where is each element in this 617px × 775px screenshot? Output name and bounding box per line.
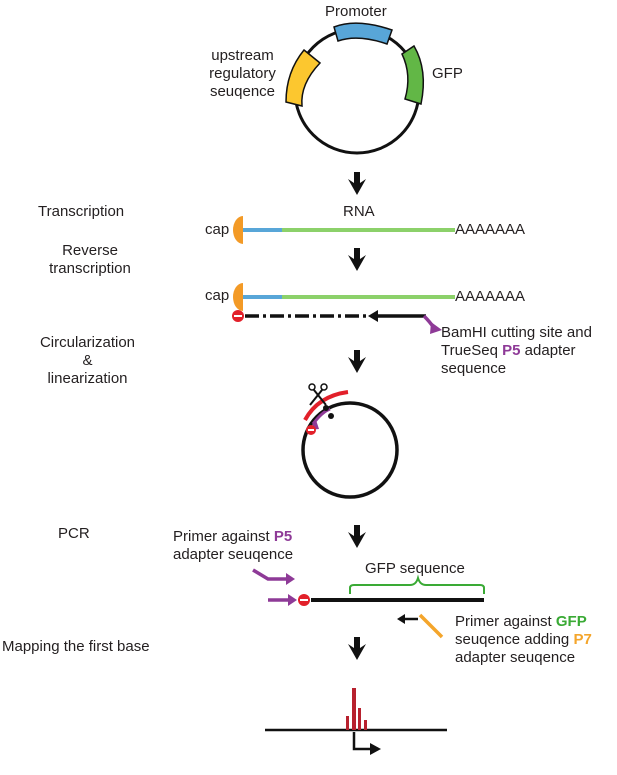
peak-bar-4: [364, 720, 367, 730]
rna-molecule: [233, 216, 455, 244]
gfp-segment: [401, 44, 425, 105]
primer-gfp-line2-prefix: seuqence adding: [455, 631, 574, 648]
step-circularization: Circularization & linearization: [25, 334, 150, 388]
step-pcr: PCR: [58, 525, 90, 542]
bamhi-note-line1: BamHI cutting site and: [441, 324, 592, 341]
down-arrow-4: [348, 525, 366, 548]
primer-gfp-highlight: GFP: [555, 613, 587, 630]
promoter-segment: [333, 22, 393, 45]
cdna-arrowhead: [368, 310, 378, 322]
p7-highlight: P7: [573, 631, 592, 648]
upstream-label-line1: upstream: [211, 47, 274, 64]
down-arrow-3: [348, 350, 366, 373]
cap-shape-2: [233, 283, 243, 311]
peak-bar-1: [346, 716, 349, 730]
primer-gfp-line1: Primer against GFP: [455, 613, 592, 631]
cap-shape: [233, 216, 243, 244]
upstream-label: upstream regulatory seuqence: [200, 47, 285, 101]
primer-p5-line2: adapter seuqence: [173, 546, 294, 563]
plasmid: [285, 22, 425, 155]
cap-label-1: cap: [205, 221, 230, 238]
flow-arrows: [348, 172, 366, 660]
cap-label-2: cap: [205, 287, 230, 304]
primer-p5-bent: [252, 568, 286, 581]
primer-gfp-label: Primer against GFP seuqence adding P7 ad…: [455, 613, 592, 667]
pcr-graphic: [252, 568, 485, 639]
rna-label: RNA: [343, 203, 375, 220]
primer-p5-line1: Primer against P5: [173, 528, 293, 546]
down-arrow-1: [348, 172, 366, 195]
step-reverse-transcription: Reverse transcription: [30, 242, 150, 278]
scissors-icon: [308, 383, 328, 406]
upstream-segment: [285, 48, 322, 107]
step-transcription: Transcription: [38, 203, 125, 220]
bamhi-note: BamHI cutting site and TrueSeq P5 adapte…: [441, 324, 592, 378]
step-circ-line1: Circularization: [39, 334, 136, 351]
tss-arrow: [352, 732, 372, 751]
polya-label-2: AAAAAAA: [455, 288, 526, 305]
primer-gfp-line2: seuqence adding P7: [455, 631, 592, 649]
bamhi-note-line3: sequence: [441, 360, 507, 377]
gfp-sequence-label: GFP sequence: [365, 560, 465, 577]
down-arrow-2: [348, 248, 366, 271]
peak-bar-2: [352, 688, 356, 730]
bamhi-note-suffix: adapter: [520, 342, 576, 359]
mapping-graphic: [265, 688, 447, 755]
primer-p7-tail: [418, 613, 444, 639]
gfp-brace: [349, 574, 485, 594]
plasmid-circle: [293, 27, 421, 155]
gfp-label: GFP: [432, 65, 463, 82]
step-circ-line2: &: [82, 352, 93, 369]
down-arrow-5: [348, 637, 366, 660]
polya-label-1: AAAAAAA: [455, 221, 526, 238]
purple-insert: [311, 407, 331, 425]
rt-molecule: [232, 283, 455, 334]
primer-gfp-line3: adapter seuqence: [455, 649, 576, 666]
p5-highlight: P5: [502, 342, 521, 359]
bamhi-note-line2: TrueSeq P5 adapter: [441, 342, 592, 360]
peak-bar-3: [358, 708, 361, 730]
primer-gfp-prefix: Primer against: [455, 613, 556, 630]
step-mapping: Mapping the first base: [2, 638, 150, 655]
primer-p5-label: Primer against P5 adapter seuqence: [173, 528, 293, 564]
p5-arrowhead: [430, 322, 442, 334]
step-reverse-line1: Reverse: [62, 242, 118, 259]
promoter-label: Promoter: [325, 3, 387, 20]
circular-cdna: [301, 383, 399, 499]
bamhi-note-prefix: TrueSeq: [441, 342, 503, 359]
step-circ-line3: linearization: [47, 370, 128, 387]
step-reverse-line2: transcription: [49, 260, 131, 277]
upstream-label-line2: regulatory: [209, 65, 276, 82]
primer-p5-highlight: P5: [273, 528, 293, 545]
primer-p5-prefix: Primer against: [173, 528, 274, 545]
upstream-label-line3: seuqence: [209, 83, 276, 100]
